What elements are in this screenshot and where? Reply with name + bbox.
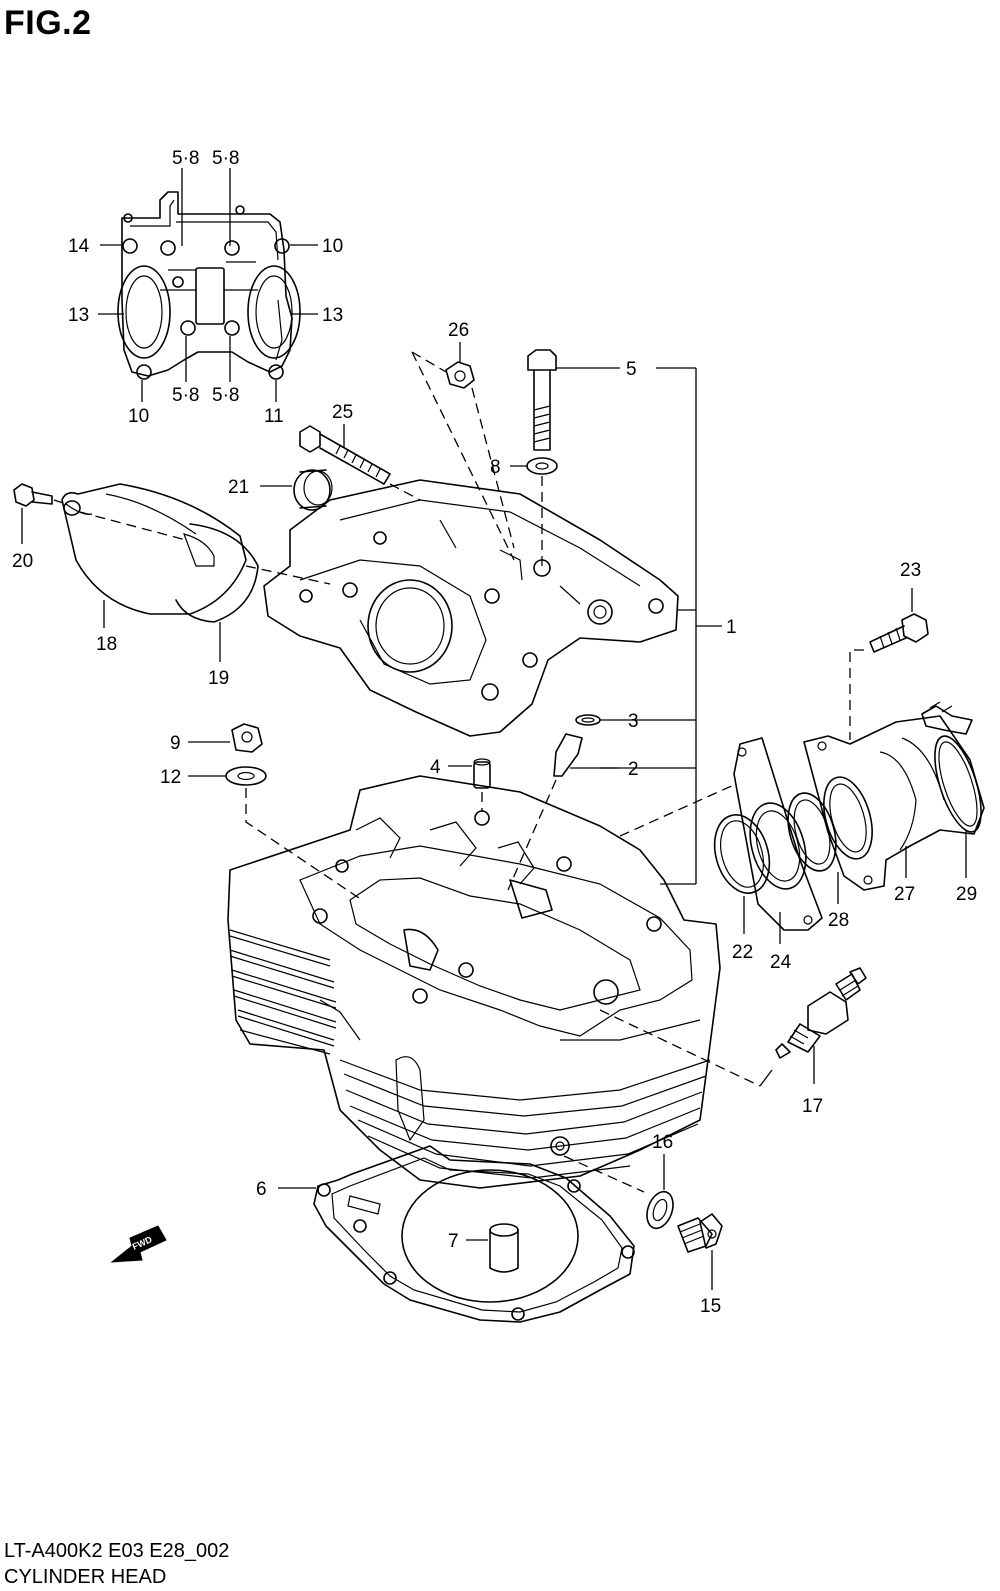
callout-inset-13-right: 13: [322, 305, 343, 326]
part-23-bolt: 23: [849, 560, 929, 740]
callout-22: 22: [732, 942, 753, 963]
callout-4: 4: [430, 757, 441, 778]
callout-26: 26: [448, 320, 469, 341]
part-29-clamp: 29: [921, 701, 982, 905]
callout-12: 12: [160, 767, 181, 788]
part-4-dowel: 4: [430, 757, 491, 812]
part-25-bolt: 25: [299, 402, 421, 501]
part-15-plug: 15: [677, 1213, 723, 1317]
callout-21: 21: [228, 477, 249, 498]
callout-15: 15: [700, 1296, 721, 1317]
callout-inset-5-8-a: 5·8: [172, 148, 199, 169]
callout-20: 20: [12, 551, 33, 572]
callout-8: 8: [490, 457, 501, 478]
fwd-arrow-icon: FWD: [110, 1225, 167, 1263]
callout-inset-5-8-c: 5·8: [172, 385, 199, 406]
callout-2: 2: [628, 759, 639, 780]
part-26-nut: 26: [411, 320, 515, 561]
part-7-dowel: 7: [448, 1223, 519, 1273]
callout-6: 6: [256, 1179, 267, 1200]
callout-inset-11: 11: [264, 406, 284, 427]
part-8-washer: 8: [490, 457, 558, 566]
part-19-gasket: 19: [175, 523, 259, 689]
callout-23: 23: [900, 560, 921, 581]
part-18-cover: 18: [61, 483, 331, 655]
callout-18: 18: [96, 634, 117, 655]
part-24-insulator: 24: [733, 737, 823, 973]
callout-9: 9: [170, 733, 181, 754]
model-code: LT-A400K2 E03 E28_002: [4, 1540, 230, 1562]
head-cover-upper: [263, 479, 696, 737]
callout-5: 5: [626, 359, 637, 380]
callout-7: 7: [448, 1231, 459, 1252]
callout-1-bracket: 1 3 2: [600, 368, 737, 885]
part-22-o-ring: 22: [713, 814, 771, 963]
diagram-title: CYLINDER HEAD: [4, 1566, 167, 1588]
inset-head-top-view: 5·8 5·8 14 10 13 13 5·8 5·8 10 11: [68, 148, 343, 427]
callout-17: 17: [802, 1096, 823, 1117]
callout-24: 24: [770, 952, 792, 973]
callout-27: 27: [894, 884, 915, 905]
callout-25: 25: [332, 402, 353, 423]
part-6-gasket: 6: [256, 1145, 635, 1323]
part-17-spark-plug: 17: [775, 967, 867, 1117]
callout-inset-13-left: 13: [68, 305, 89, 326]
part-20-bolt: 20: [12, 483, 67, 572]
callout-28: 28: [828, 910, 849, 931]
part-5-bolt: 5: [527, 349, 696, 451]
callout-16: 16: [652, 1132, 673, 1153]
callout-1: 1: [726, 617, 737, 638]
figure-title: FIG.2: [4, 4, 92, 42]
callout-3: 3: [628, 711, 639, 732]
part-16-washer: 16: [646, 1132, 674, 1230]
part-2-guide: [507, 733, 618, 891]
callout-29: 29: [956, 884, 977, 905]
callout-inset-14: 14: [68, 236, 90, 257]
cylinder-head-lower: [227, 775, 721, 1193]
part-3-seal: [575, 714, 601, 726]
part-27-intake-pipe: 27: [803, 715, 985, 905]
part-9-nut: 9: [170, 723, 263, 754]
part-12-washer: 12: [160, 766, 363, 901]
callout-inset-10-bottom: 10: [128, 406, 149, 427]
callout-inset-10-right: 10: [322, 236, 343, 257]
callout-inset-5-8-b: 5·8: [212, 148, 239, 169]
part-21-seal: 21: [228, 469, 333, 511]
callout-19: 19: [208, 668, 229, 689]
callout-inset-5-8-d: 5·8: [212, 385, 239, 406]
